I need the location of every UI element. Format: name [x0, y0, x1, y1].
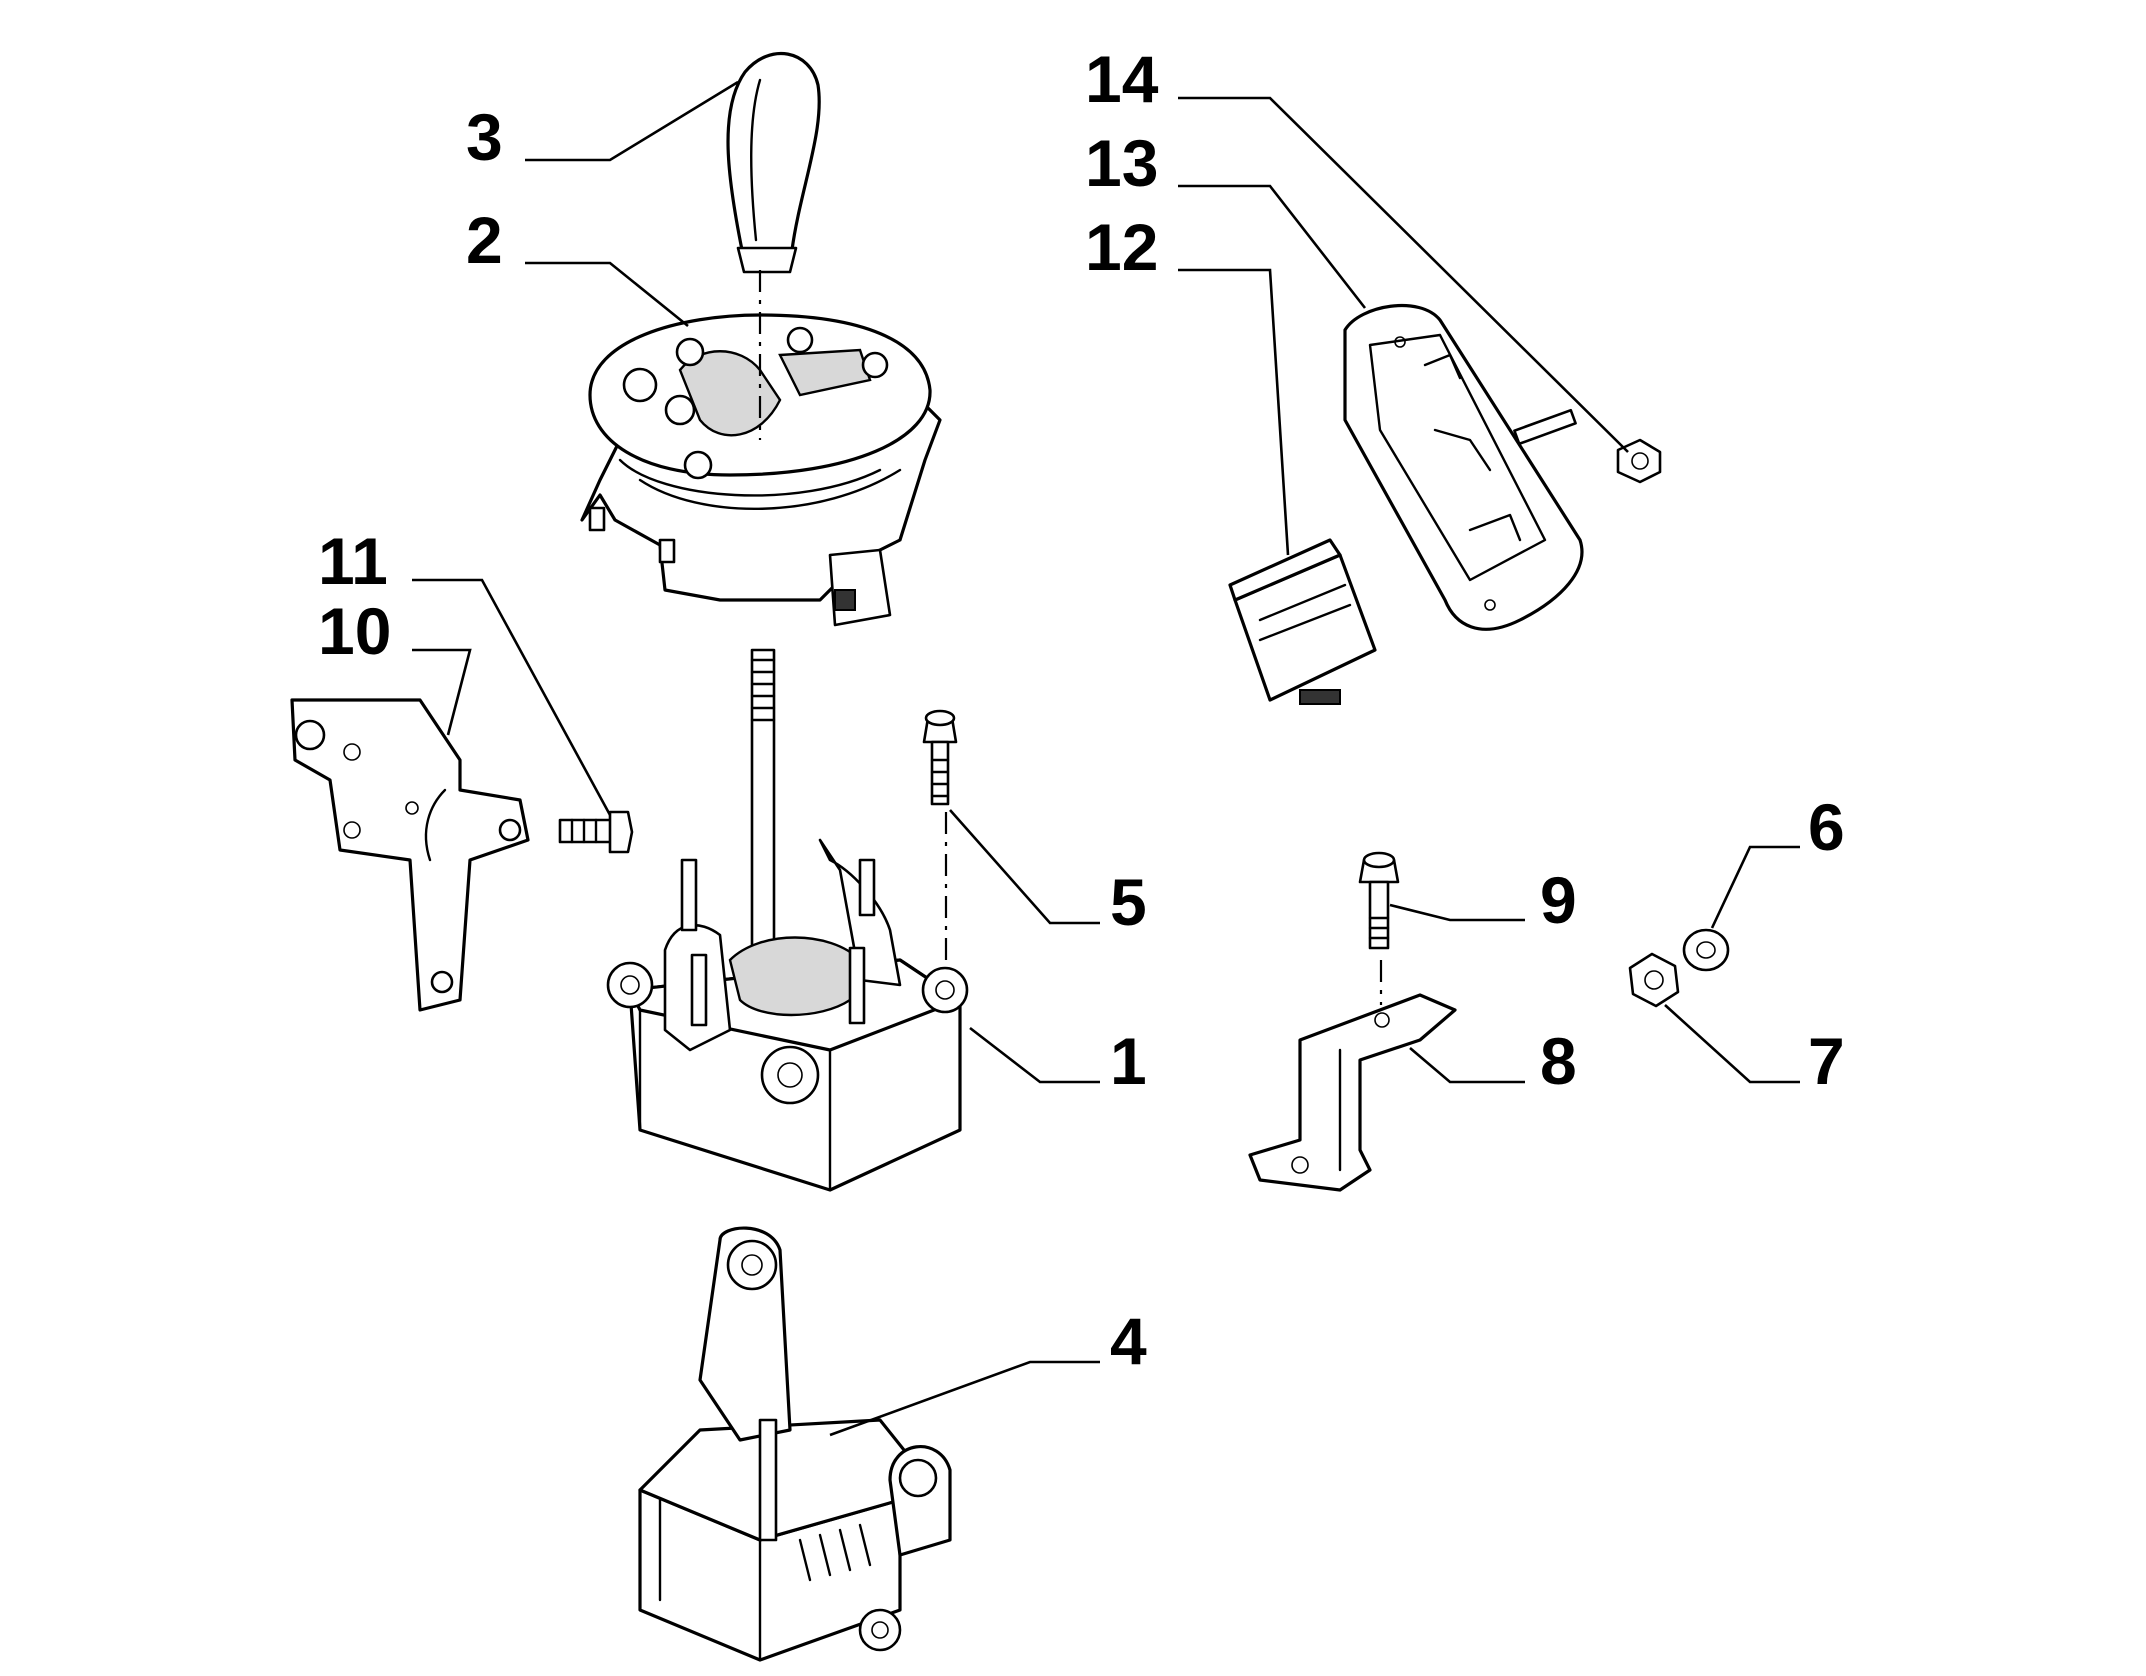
part-6-washer[interactable]	[1682, 928, 1730, 972]
leader-10	[412, 648, 472, 736]
leader-5	[949, 809, 1100, 925]
callout-11: 11	[318, 524, 388, 598]
leader-12	[1178, 268, 1290, 556]
callout-2: 2	[466, 203, 503, 277]
callout-8: 8	[1540, 1024, 1577, 1098]
part-14-nut[interactable]	[1616, 438, 1662, 484]
part-11-bolt[interactable]	[558, 810, 634, 854]
callout-13: 13	[1085, 126, 1158, 200]
leader-11	[412, 578, 612, 816]
part-2-selector-housing[interactable]	[580, 313, 942, 627]
part-4-lower-bracket[interactable]	[638, 1226, 952, 1662]
part-12-module[interactable]	[1228, 538, 1377, 705]
leader-14	[1178, 96, 1629, 453]
leader-7	[1664, 1004, 1800, 1084]
leader-3	[525, 80, 739, 162]
leader-6	[1710, 845, 1800, 929]
callout-5: 5	[1110, 865, 1147, 939]
leader-4	[829, 1360, 1100, 1437]
leader-13	[1178, 184, 1367, 309]
callout-3: 3	[466, 100, 503, 174]
leader-1	[969, 1026, 1100, 1084]
callout-6: 6	[1808, 790, 1845, 864]
leader-9	[1389, 903, 1525, 922]
part-8-bracket[interactable]	[1248, 993, 1457, 1192]
callout-14: 14	[1085, 42, 1159, 116]
callout-10: 10	[318, 594, 391, 668]
callout-9: 9	[1540, 863, 1577, 937]
part-5-bolt[interactable]	[922, 709, 958, 960]
part-7-nut[interactable]	[1628, 952, 1680, 1008]
callout-7: 7	[1808, 1024, 1845, 1098]
callout-1: 1	[1110, 1024, 1147, 1098]
part-1-base-unit[interactable]	[606, 648, 969, 1192]
leader-lines	[412, 80, 1800, 1437]
part-13-cover[interactable]	[1343, 303, 1584, 631]
callout-12: 12	[1085, 210, 1158, 284]
callout-4: 4	[1110, 1304, 1147, 1378]
leader-2	[525, 261, 689, 328]
callout-labels: 3 2 14 13 12 11 10 5 1 4 9 8 6 7	[318, 42, 1845, 1378]
part-9-bolt[interactable]	[1358, 851, 1400, 1005]
part-3-shift-knob[interactable]	[726, 52, 821, 274]
leader-8	[1409, 1047, 1525, 1084]
part-10-plate[interactable]	[290, 698, 530, 1012]
